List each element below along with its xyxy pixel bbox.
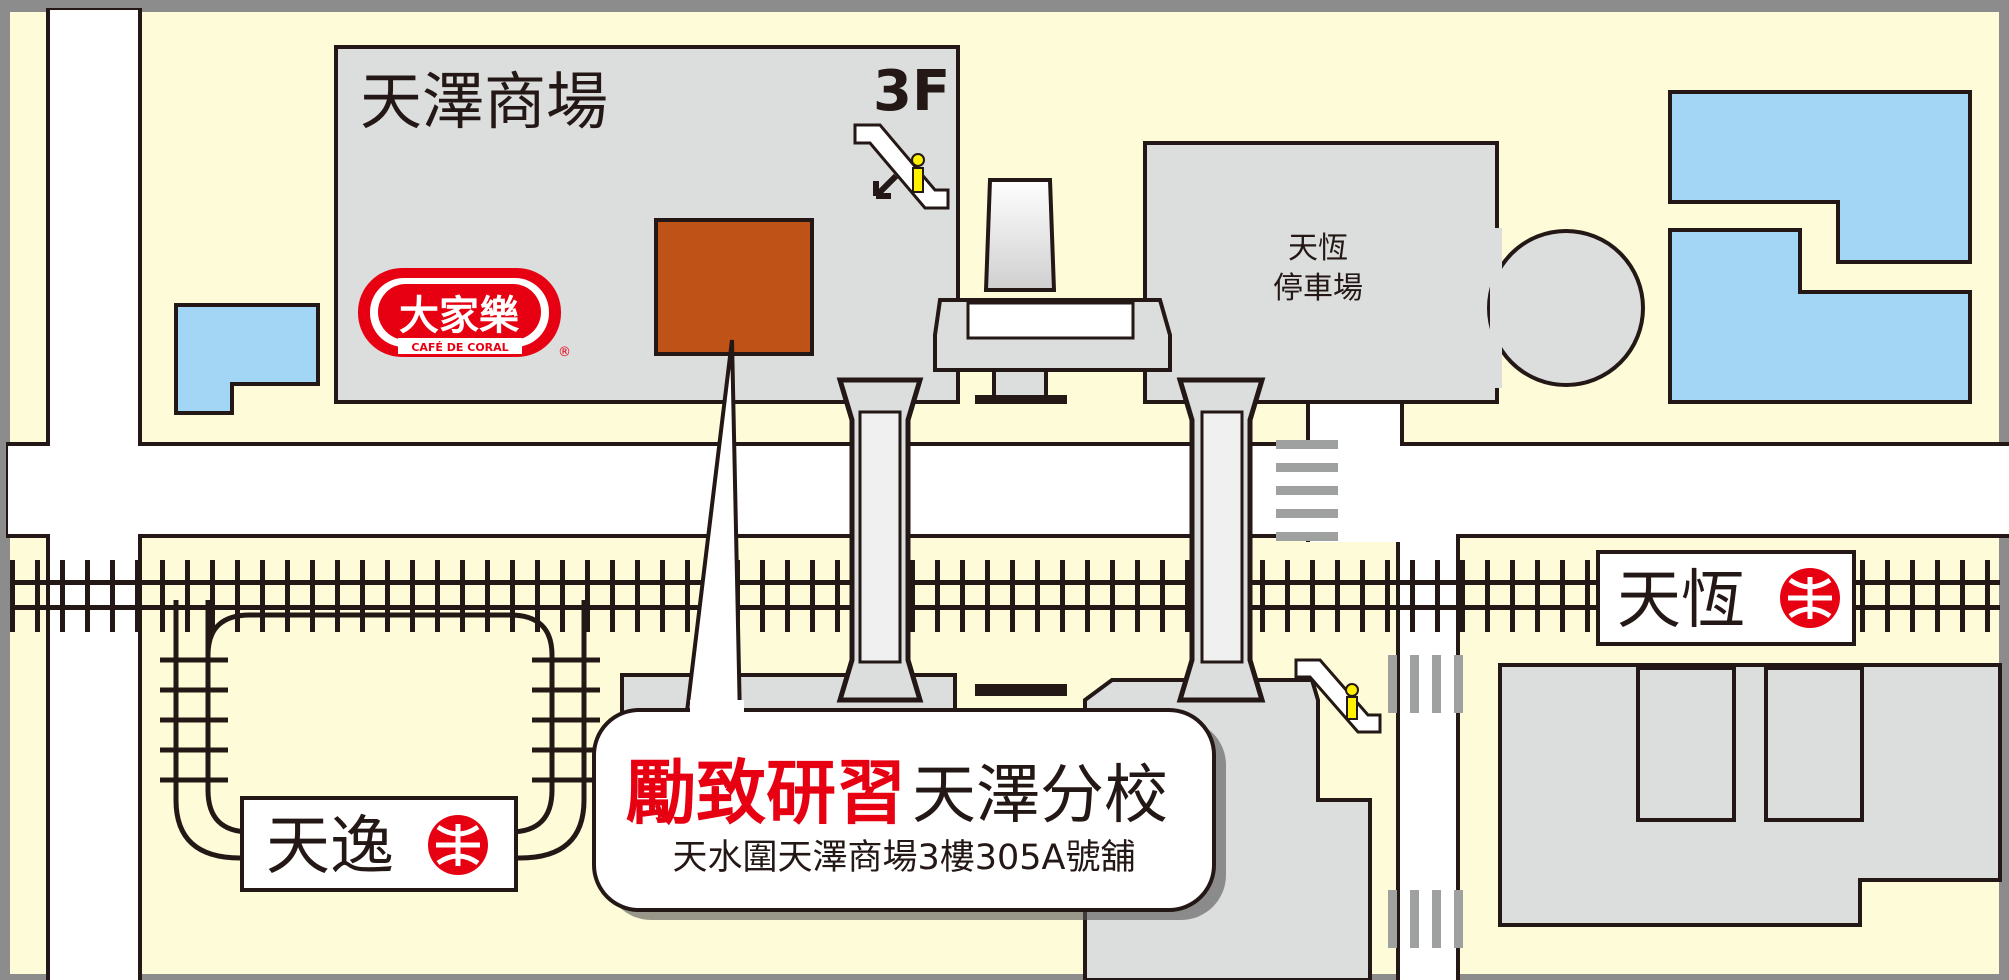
- carpark-rotunda: [1487, 229, 1645, 387]
- rail-loop-ties: [160, 657, 600, 783]
- building-southeast-block-a: [1636, 666, 1736, 822]
- footbridge-base-south: [975, 684, 1067, 696]
- mall-floor: 3F: [873, 59, 950, 124]
- rail-line-top: [10, 580, 2000, 585]
- zebra-crossing-east-2: [1388, 890, 1463, 948]
- station-tin-heng-name: 天恆: [1617, 564, 1745, 638]
- rail-line-bottom: [10, 605, 2000, 610]
- arrow-up-left-icon: [873, 173, 899, 199]
- mall-name: 天澤商場: [360, 65, 608, 138]
- footbridge-base-north: [975, 395, 1067, 404]
- mtr-logo-icon: [428, 815, 488, 875]
- callout-brand: 勵致研習: [626, 752, 906, 834]
- carpark-label-line2: 停車場: [1273, 271, 1363, 306]
- target-shop[interactable]: [654, 218, 814, 356]
- restaurant-name: 大家樂: [399, 293, 520, 339]
- zebra-crossing-east-1: [1388, 655, 1463, 713]
- footbridge-cross-deck: [966, 301, 1135, 340]
- zebra-crossing-north: [1276, 440, 1338, 541]
- callout-address: 天水圍天澤商場3樓305A號舖: [672, 838, 1135, 878]
- footbridge-tower: [983, 178, 1057, 292]
- carpark-building: [1143, 141, 1499, 404]
- building-blue-east-2: [1668, 228, 1972, 404]
- building-southeast: [1498, 663, 2002, 927]
- escalator-icon: [853, 123, 950, 210]
- station-tin-yat[interactable]: 天逸: [240, 796, 518, 892]
- footbridge-west[interactable]: [836, 377, 924, 703]
- station-tin-yat-name: 天逸: [266, 810, 394, 884]
- station-tin-heng[interactable]: 天恆: [1596, 550, 1856, 646]
- location-callout: 勵致研習 天澤分校 天水圍天澤商場3樓305A號舖: [592, 339, 1226, 920]
- restaurant-name-en: CAFÉ DE CORAL: [411, 341, 508, 354]
- callout-branch: 天澤分校: [912, 759, 1168, 833]
- footbridge-east[interactable]: [1176, 377, 1266, 703]
- carpark-join: [1490, 228, 1502, 388]
- registered-mark: ®: [558, 345, 571, 360]
- escalator-icon-east: [1294, 658, 1382, 734]
- building-southeast-block-b: [1764, 666, 1864, 822]
- mtr-logo-icon: [1780, 568, 1840, 628]
- building-blue-east-1: [1668, 90, 1972, 264]
- carpark-label-line1: 天恆: [1288, 231, 1348, 266]
- building-blue-west: [174, 303, 320, 415]
- cafe-de-coral-logo: 大家樂 CAFÉ DE CORAL ®: [358, 268, 571, 360]
- road-main: [8, 446, 2009, 534]
